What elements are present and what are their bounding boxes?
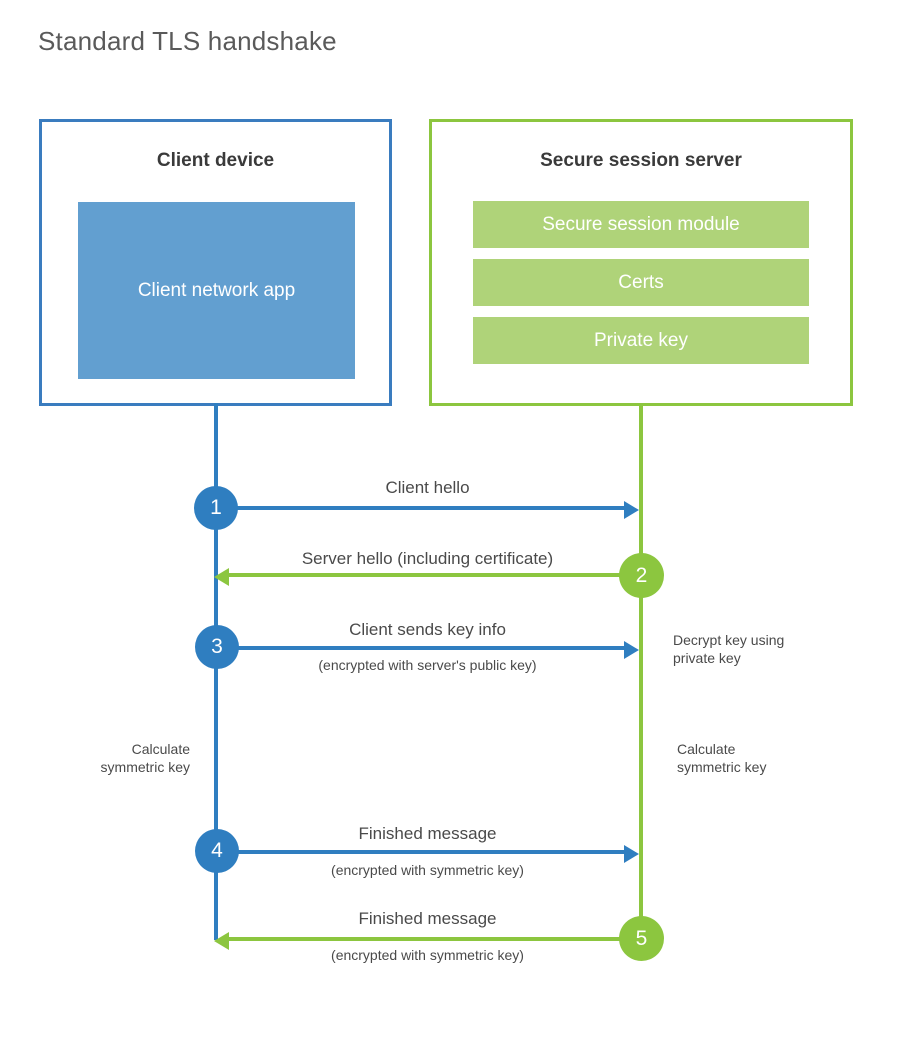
step-3-label: Client sends key info [349,620,506,639]
step-1-arrow-head-icon [624,501,639,519]
step-5-label: Finished message [358,909,497,928]
page-title: Standard TLS handshake [38,26,337,56]
step-1-arrow-line [216,506,625,510]
step-5-sublabel: (encrypted with symmetric key) [331,947,524,963]
client-lifeline [214,403,218,940]
step-4-label: Finished message [358,824,497,843]
step-1-circle: 1 [194,486,238,530]
secure-session-server-box: Secure session server Secure session mod… [429,119,853,406]
client-calculate-note-line2: symmetric key [100,759,190,776]
step-5-arrow-head-icon [214,932,229,950]
server-decrypt-note-line2: private key [673,650,741,667]
server-decrypt-note: Decrypt key using private key [673,631,863,667]
step-2-arrow-line [228,573,623,577]
step-2-label: Server hello (including certificate) [301,549,554,568]
step-3-sublabel: (encrypted with server's public key) [318,657,537,673]
step-2-circle: 2 [619,553,664,598]
step-4-arrow-head-icon [624,845,639,863]
server-calculate-symmetric-key-note: Calculate symmetric key [677,740,857,776]
server-component-private-key: Private key [473,317,809,364]
step-2-arrow-head-icon [214,568,229,586]
secure-session-server-title: Secure session server [540,150,742,171]
client-calculate-note-line1: Calculate [131,741,190,757]
server-component-secure-session-module: Secure session module [473,201,809,248]
step-3-arrow-line [216,646,625,650]
step-5-circle: 5 [619,916,664,961]
step-5-arrow-line [228,937,623,941]
client-calculate-symmetric-key-note: Calculate symmetric key [30,740,190,776]
step-4-circle: 4 [195,829,239,873]
server-calculate-note-line1: Calculate [677,741,736,757]
step-1-label: Client hello [385,478,470,497]
step-4-sublabel: (encrypted with symmetric key) [331,862,524,878]
step-3-arrow-head-icon [624,641,639,659]
server-lifeline [639,403,643,940]
step-3-circle: 3 [195,625,239,669]
server-component-list: Secure session module Certs Private key [473,201,809,364]
server-calculate-note-line2: symmetric key [677,759,767,776]
client-device-title: Client device [156,150,275,171]
client-network-app-block: Client network app [78,202,355,379]
client-device-box: Client device Client network app [39,119,392,406]
server-component-certs: Certs [473,259,809,306]
step-4-arrow-line [216,850,625,854]
server-decrypt-note-line1: Decrypt key using [673,632,785,648]
